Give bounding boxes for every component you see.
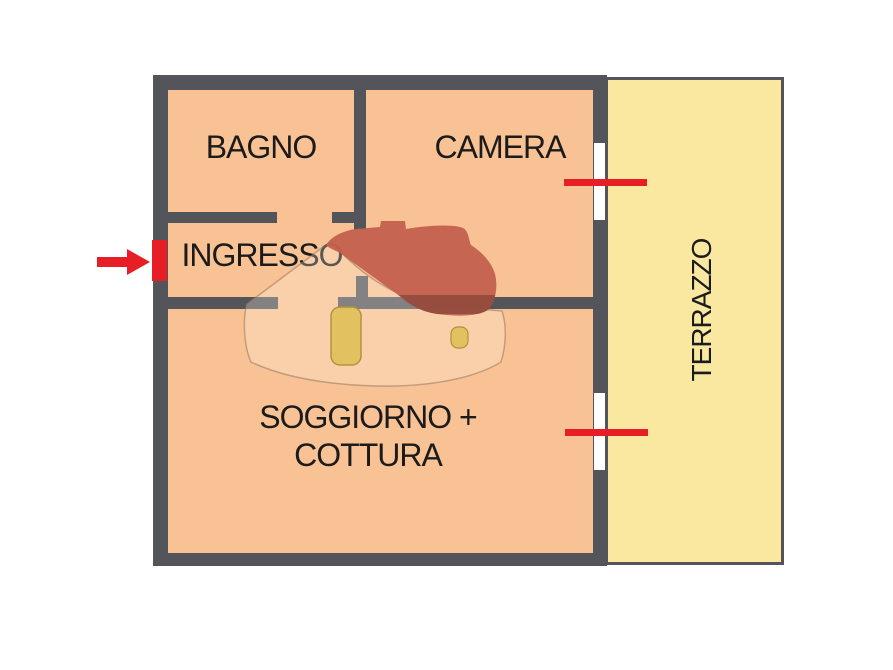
- wall-top: [153, 75, 607, 90]
- room-label-ingresso: INGRESSO: [181, 237, 344, 273]
- wall-divider-vertical-top: [354, 88, 366, 230]
- room-label-camera: CAMERA: [434, 129, 567, 165]
- wall-bagno-south-left: [168, 212, 277, 223]
- room-label-bagno: BAGNO: [205, 129, 318, 165]
- window-sill-line-soggiorno: [565, 429, 648, 436]
- room-label-soggiorno-cottura: SOGGIORNO + COTTURA: [208, 398, 528, 474]
- wall-soggiorno-north-left: [168, 297, 278, 309]
- room-label-soggiorno-line2: COTTURA: [294, 437, 443, 473]
- window-sill-line-camera: [564, 179, 647, 186]
- wall-bottom: [153, 553, 607, 566]
- room-label-terrazzo: TERRAZZO: [686, 238, 717, 382]
- terrace-area: [605, 77, 784, 565]
- entrance-arrow-icon: [97, 249, 150, 275]
- entrance-door-marker: [152, 240, 167, 281]
- wall-bagno-south-right: [332, 212, 366, 223]
- room-label-soggiorno-line1: SOGGIORNO +: [259, 399, 477, 435]
- wall-soggiorno-north-right: [338, 297, 593, 309]
- wall-left: [153, 75, 168, 566]
